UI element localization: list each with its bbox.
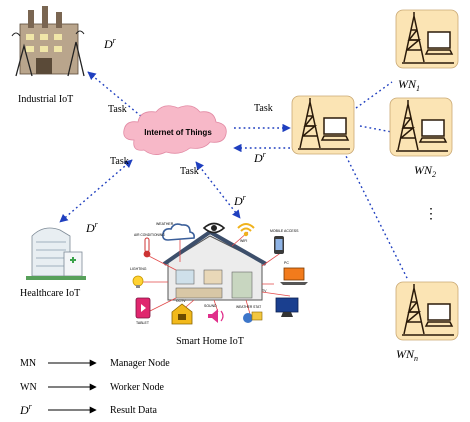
legend-meaning-dr: Result Data: [110, 405, 157, 416]
cloud-label: Internet of Things: [144, 128, 212, 137]
device-sound-label: SOUND: [204, 304, 217, 308]
worker-node-1-label: WN1: [398, 77, 420, 93]
edge-cloud-healthcare: [59, 159, 133, 223]
tablet-icon: [135, 297, 151, 319]
task-label-healthcare: Task: [110, 156, 129, 167]
device-tablet-label: TABLET: [136, 321, 150, 325]
manager-result-label: Dr: [253, 150, 267, 165]
task-label-industrial: Task: [108, 104, 127, 115]
device-lighting-label: LIGHTING: [130, 267, 147, 271]
device-tv-label: TV: [262, 289, 267, 293]
edge-cloud-smarthome: [195, 161, 241, 219]
iot-cloud: Internet of Things: [123, 105, 227, 155]
device-wifi-label: WIFI: [240, 239, 247, 243]
legend-abbr-dr: Dr: [19, 402, 33, 417]
edge-manager-wn1: [355, 81, 393, 109]
device-weather-label: WEATHER: [156, 222, 174, 226]
edge-manager-wn2: [359, 125, 393, 133]
worker-node-2-icon: [389, 97, 453, 157]
weather-station-icon: [243, 311, 263, 323]
mobile-phone-icon: [274, 236, 284, 254]
weather-cloud-icon: [162, 223, 195, 241]
smart-home-label: Smart Home IoT: [176, 336, 244, 347]
lightbulb-icon: [132, 275, 144, 288]
house-camera-icon: [171, 303, 193, 325]
laptop-icon: [280, 267, 308, 285]
tv-monitor-icon: [275, 297, 299, 317]
edge-manager-wnn: [343, 151, 409, 281]
healthcare-label: Healthcare IoT: [20, 288, 80, 299]
device-mobile-label: MOBILE ACCESS: [270, 229, 299, 233]
edge-industrial-cloud: [87, 71, 149, 123]
worker-node-n-label: WNn: [396, 347, 418, 363]
smarthome-result-label: Dr: [233, 193, 247, 208]
legend: MN Manager Node WN Worker Node Dr Result…: [19, 358, 170, 417]
speaker-icon: [208, 309, 224, 323]
legend-meaning-mn: Manager Node: [110, 358, 170, 369]
legend-meaning-wn: Worker Node: [110, 382, 164, 393]
legend-abbr-wn: WN: [20, 382, 37, 393]
worker-ellipsis: ⋮: [424, 207, 438, 222]
eye-icon: [202, 222, 226, 234]
industrial-result-label: Dr: [103, 36, 117, 51]
device-pc-label: PC: [284, 261, 289, 265]
legend-abbr-mn: MN: [20, 358, 36, 369]
task-label-manager: Task: [254, 103, 273, 114]
worker-node-n-icon: [395, 281, 459, 341]
healthcare-result-label: Dr: [85, 220, 99, 235]
smart-home-illustration: WEATHER WIFI AIR CONDITIONING LIGHTING T…: [130, 222, 308, 325]
connection-lines: [59, 71, 409, 281]
industrial-label: Industrial IoT: [18, 94, 73, 105]
device-cctv-label: CCTV: [176, 299, 186, 303]
healthcare-hospital-icon: [26, 227, 86, 280]
industrial-factory-icon: [11, 6, 85, 77]
worker-node-1-icon: [395, 9, 459, 69]
device-weather-stat-label: WEATHER STAT: [236, 305, 261, 309]
wifi-icon: [237, 223, 255, 237]
thermometer-icon: [143, 237, 151, 258]
task-label-smarthome: Task: [180, 166, 199, 177]
manager-node-icon: [291, 95, 355, 155]
device-air-label: AIR CONDITIONING: [134, 233, 165, 237]
worker-node-2-label: WN2: [414, 163, 436, 179]
